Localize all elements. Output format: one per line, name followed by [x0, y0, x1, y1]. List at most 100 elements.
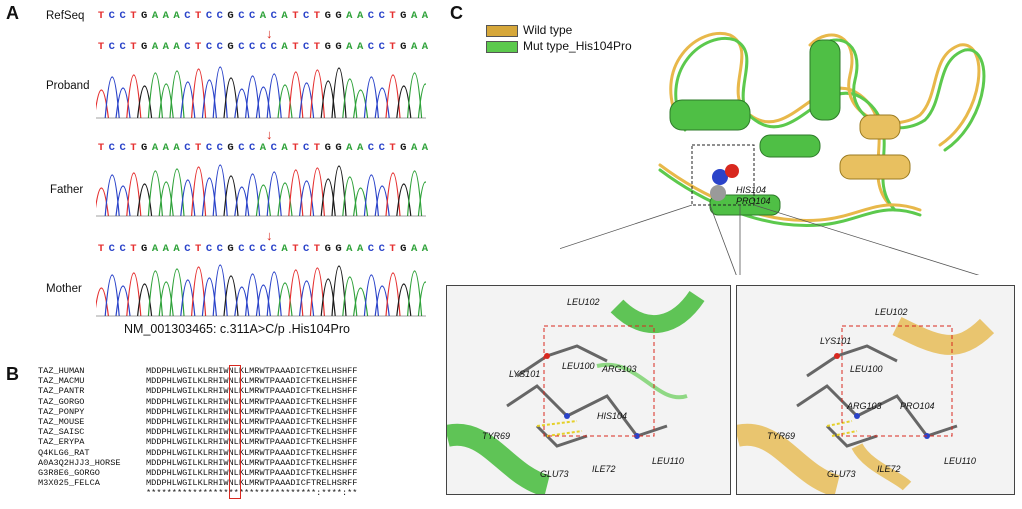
mother-base: C	[108, 243, 116, 255]
alignment-seq-row: MDDPHLWGILKLRHIWNLKLMRWTPAAADICFTKELHSHF…	[146, 437, 358, 448]
mother-base: A	[421, 243, 429, 255]
trace-peak	[277, 282, 293, 317]
mother-label: Mother	[46, 283, 82, 295]
father-base: C	[108, 142, 116, 154]
father-base: A	[259, 142, 267, 154]
refseq-base: G	[227, 10, 235, 22]
alignment-seq-row: MDDPHLWGILKLRHIWNLKLMRWTPAAADICFTKELHSHF…	[146, 427, 358, 438]
mother-base: C	[270, 243, 278, 255]
proband-base: T	[97, 41, 105, 53]
mother-base: C	[249, 243, 257, 255]
refseq-base: C	[108, 10, 116, 22]
trace-peak	[299, 180, 315, 217]
zoom-wildtype-panel: LEU102 LYS101 LEU100 ARG103 PRO104 TYR69…	[736, 285, 1015, 495]
mother-base: T	[130, 243, 138, 255]
trace-peak	[96, 89, 109, 119]
res-arg103-mut: ARG103	[602, 364, 637, 374]
mother-base: C	[259, 243, 267, 255]
res-leu100-wt: LEU100	[850, 364, 883, 374]
father-base: C	[249, 142, 257, 154]
refseq-base: T	[313, 10, 321, 22]
mother-base: C	[367, 243, 375, 255]
proband-base: G	[335, 41, 343, 53]
trace-peak	[417, 181, 426, 217]
alignment-name-row: A0A3Q2HJJ3_HORSE	[38, 457, 121, 468]
mother-base: C	[119, 243, 127, 255]
alignment-name-row: M3X025_FELCA	[38, 478, 100, 489]
father-base: C	[205, 142, 213, 154]
mother-base: C	[378, 243, 386, 255]
mother-base: A	[281, 243, 289, 255]
refseq-base: A	[259, 10, 267, 22]
refseq-base: C	[119, 10, 127, 22]
trace-peak	[374, 285, 390, 317]
proband-base: C	[249, 41, 257, 53]
panel-label-c: C	[450, 3, 463, 23]
trace-peak	[396, 283, 412, 317]
trace-peak	[137, 283, 153, 317]
father-base: T	[97, 142, 105, 154]
alignment-conservation: *********************************:****:*…	[146, 488, 358, 498]
mother-base: C	[238, 243, 246, 255]
res-pro104-wt: PRO104	[900, 401, 935, 411]
trace-peak	[320, 178, 336, 217]
proband-base: C	[367, 41, 375, 53]
overview-label-pro104: PRO104	[736, 196, 771, 206]
father-base: C	[119, 142, 127, 154]
refseq-base: A	[281, 10, 289, 22]
alignment-name-row: TAZ_SAISC	[38, 427, 85, 438]
trace-peak	[277, 182, 293, 217]
father-base: A	[421, 142, 429, 154]
father-base: C	[270, 142, 278, 154]
refseq-base: G	[141, 10, 149, 22]
mother-base: T	[292, 243, 300, 255]
trace-peak	[137, 85, 153, 119]
alignment-seq-row: MDDPHLWGILKLRHIWNLKLMRWTPAAADICFTKELHSHF…	[146, 396, 358, 407]
alignment-name-row: G3R8E6_GORGO	[38, 468, 100, 479]
father-base: C	[184, 142, 192, 154]
refseq-base: A	[410, 10, 419, 22]
alignment-name-row: TAZ_PONPY	[38, 406, 85, 417]
father-base: G	[324, 142, 332, 154]
mother-base: A	[162, 243, 170, 255]
legend-swatch-mut	[486, 41, 518, 53]
mother-base: G	[400, 243, 408, 255]
trace-peak	[158, 83, 174, 119]
refseq-base: A	[173, 10, 181, 22]
trace-peak	[234, 286, 250, 317]
variant-arrow-father: ↓	[266, 127, 273, 142]
proband-base: C	[108, 41, 116, 53]
trace-peak	[137, 183, 153, 217]
alignment-name-row: TAZ_MOUSE	[38, 417, 85, 428]
proband-base: G	[324, 41, 332, 53]
refseq-base: C	[184, 10, 192, 22]
refseq-base: A	[356, 10, 365, 22]
trace-peak	[115, 185, 131, 217]
refseq-base: C	[378, 10, 386, 22]
trace-peak	[255, 86, 271, 119]
proband-base: T	[389, 41, 397, 53]
zoom-mutant-panel: LEU102 LYS101 LEU100 ARG103 HIS104 TYR69…	[446, 285, 731, 495]
res-arg103-wt: ARG103	[847, 401, 882, 411]
alignment-seq-row: MDDPHLWGILKLRHIWNLKLMRWTPAAADICFTKELHSHF…	[146, 447, 358, 458]
father-base: T	[389, 142, 397, 154]
trace-peak	[96, 287, 109, 317]
father-base: T	[130, 142, 138, 154]
mother-base: A	[410, 243, 419, 255]
alignment-seq-row: MDDPHLWGILKLRHIWNLKLMRWTPAAADICFTKELHSHF…	[146, 406, 358, 417]
alignment-name-row: TAZ_PANTR	[38, 386, 85, 397]
proband-base: T	[130, 41, 138, 53]
trace-peak	[201, 79, 217, 119]
alignment-sequences: MDDPHLWGILKLRHIWNLKLMRWTPAAADICFTKELHSHF…	[146, 366, 357, 488]
alignment-seq-row: MDDPHLWGILKLRHIWNLKLMRWTPAAADICFTRELHSRF…	[146, 478, 358, 489]
alignment-seq-row: MDDPHLWGILKLRHIWNLKLMRWTPAAADICFTKELHSHF…	[146, 457, 358, 468]
refseq-base: C	[216, 10, 224, 22]
proband-base: C	[302, 41, 311, 53]
mother-base: A	[346, 243, 354, 255]
mother-base: T	[195, 243, 203, 255]
trace-peak	[353, 287, 369, 317]
proband-chromatogram	[96, 66, 426, 119]
alignment-name-row: TAZ_MACMU	[38, 376, 85, 387]
